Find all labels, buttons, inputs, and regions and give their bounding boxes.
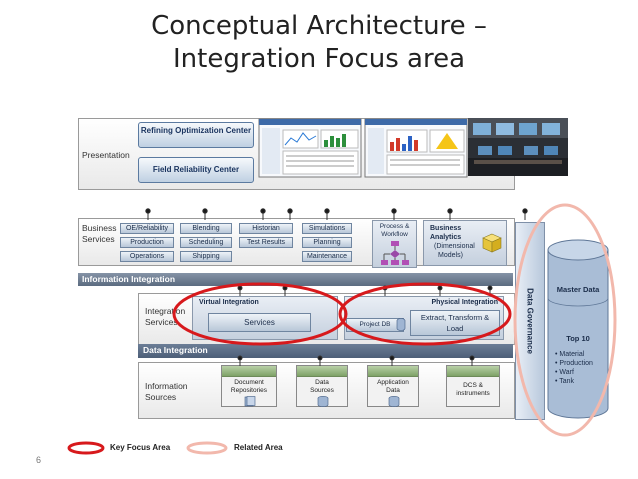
business-analytics-line-1: Business bbox=[430, 225, 462, 232]
dashboard-screenshots bbox=[258, 118, 468, 178]
legend-related-label: Related Area bbox=[234, 443, 283, 452]
service-test-results[interactable]: Test Results bbox=[239, 237, 293, 248]
source-application-data[interactable]: Application Data bbox=[367, 365, 419, 407]
business-services-label: Business Services bbox=[82, 223, 117, 245]
business-analytics-box[interactable]: Business Analytics (Dimensional Models) bbox=[423, 220, 507, 266]
legend-related-swatch bbox=[186, 441, 228, 455]
master-data-title: Master Data bbox=[556, 285, 600, 294]
service-planning[interactable]: Planning bbox=[302, 237, 352, 248]
project-db-label: Project DB bbox=[359, 321, 391, 328]
master-data-bullet-3: • Warf bbox=[555, 369, 574, 376]
source-data-sources-line-1: Data bbox=[315, 379, 329, 386]
services-label: Services bbox=[244, 318, 275, 327]
field-reliability-center-button[interactable]: Field Reliability Center bbox=[138, 157, 254, 183]
cube-icon bbox=[482, 233, 502, 253]
refining-optimization-center-label: Refining Optimization Center bbox=[140, 126, 252, 135]
project-db-icon bbox=[396, 318, 406, 331]
legend-key-label: Key Focus Area bbox=[110, 443, 171, 452]
service-maintenance[interactable]: Maintenance bbox=[302, 251, 352, 262]
source-dcs-instruments-line-1: DCS & bbox=[463, 382, 483, 389]
master-data-top10: Top 10 bbox=[566, 334, 590, 343]
dashboard-screenshot-1 bbox=[258, 118, 362, 178]
database-icon bbox=[317, 396, 329, 407]
legend-key-swatch bbox=[67, 441, 105, 455]
service-historian[interactable]: Historian bbox=[239, 223, 293, 234]
master-data-cylinder bbox=[547, 239, 609, 419]
information-integration-label: Information Integration bbox=[82, 274, 176, 284]
etl-label-line-1: Extract, Transform & bbox=[420, 313, 490, 322]
business-analytics-line-4: Models) bbox=[438, 252, 463, 259]
key-focus-ellipse-virtual bbox=[172, 282, 348, 346]
workflow-icon bbox=[380, 241, 409, 265]
integration-services-label-line-2: Services bbox=[145, 317, 178, 327]
source-application-data-line-1: Application bbox=[377, 379, 409, 386]
source-document-repositories-line-1: Document bbox=[234, 379, 264, 386]
information-integration-bar: Information Integration bbox=[78, 273, 513, 286]
source-application-data-line-2: Data bbox=[386, 387, 400, 394]
information-sources-label-line-1: Information bbox=[145, 381, 188, 391]
master-data-bullet-2: • Production bbox=[555, 360, 593, 367]
refining-optimization-center-button[interactable]: Refining Optimization Center bbox=[138, 122, 254, 148]
service-scheduling[interactable]: Scheduling bbox=[180, 237, 232, 248]
source-data-sources[interactable]: Data Sources bbox=[296, 365, 348, 407]
related-area-ellipse bbox=[513, 203, 617, 437]
process-workflow-box[interactable]: Process & Workflow bbox=[372, 220, 417, 268]
data-integration-label: Data Integration bbox=[143, 345, 208, 355]
page-title: Conceptual Architecture – Integration Fo… bbox=[0, 10, 638, 76]
services-button[interactable]: Services bbox=[208, 313, 311, 332]
etl-label-line-2: Load bbox=[446, 324, 464, 333]
physical-integration-title: Physical Integration bbox=[431, 299, 498, 306]
business-services-label-line-2: Services bbox=[82, 234, 115, 244]
process-workflow-line-2: Workflow bbox=[381, 231, 408, 238]
presentation-label: Presentation bbox=[82, 150, 130, 160]
title-line-2: Integration Focus area bbox=[172, 44, 466, 74]
key-focus-ellipse-physical bbox=[338, 282, 512, 346]
title-line-1: Conceptual Architecture – bbox=[151, 11, 487, 41]
etl-button[interactable]: Extract, Transform & Load bbox=[410, 310, 500, 336]
service-production[interactable]: Production bbox=[120, 237, 174, 248]
integration-services-label-line-1: Integration bbox=[145, 306, 186, 316]
source-data-sources-line-2: Sources bbox=[310, 387, 334, 394]
master-data-bullet-4: • Tank bbox=[555, 378, 575, 385]
source-document-repositories[interactable]: Document Repositories bbox=[221, 365, 277, 407]
master-data-bullets: • Material • Production • Warf • Tank bbox=[555, 350, 593, 386]
dashboard-screenshot-2 bbox=[364, 118, 468, 178]
master-data-bullet-1: • Material bbox=[555, 351, 585, 358]
information-sources-label-line-2: Sources bbox=[145, 392, 177, 402]
database-icon bbox=[388, 396, 400, 407]
business-services-label-line-1: Business bbox=[82, 223, 117, 233]
virtual-integration-title: Virtual Integration bbox=[199, 299, 259, 306]
page-number: 6 bbox=[36, 455, 42, 465]
control-room-photo bbox=[468, 118, 568, 176]
service-operations[interactable]: Operations bbox=[120, 251, 174, 262]
business-analytics-line-2: Analytics bbox=[430, 234, 462, 241]
service-oe-reliability[interactable]: OE/Reliability bbox=[120, 223, 174, 234]
integration-services-label: Integration Services bbox=[145, 306, 185, 328]
information-sources-label: Information Sources bbox=[145, 381, 188, 403]
source-dcs-instruments[interactable]: DCS & instruments bbox=[446, 365, 500, 407]
process-workflow-line-1: Process & bbox=[379, 223, 410, 230]
service-shipping[interactable]: Shipping bbox=[180, 251, 232, 262]
field-reliability-center-label: Field Reliability Center bbox=[152, 165, 240, 174]
business-analytics-line-3: (Dimensional bbox=[434, 243, 475, 250]
data-integration-bar: Data Integration bbox=[138, 344, 513, 358]
source-dcs-instruments-line-2: instruments bbox=[456, 390, 490, 397]
service-blending[interactable]: Blending bbox=[180, 223, 232, 234]
document-icon bbox=[244, 396, 256, 407]
source-document-repositories-line-2: Repositories bbox=[230, 387, 268, 394]
service-simulations[interactable]: Simulations bbox=[302, 223, 352, 234]
